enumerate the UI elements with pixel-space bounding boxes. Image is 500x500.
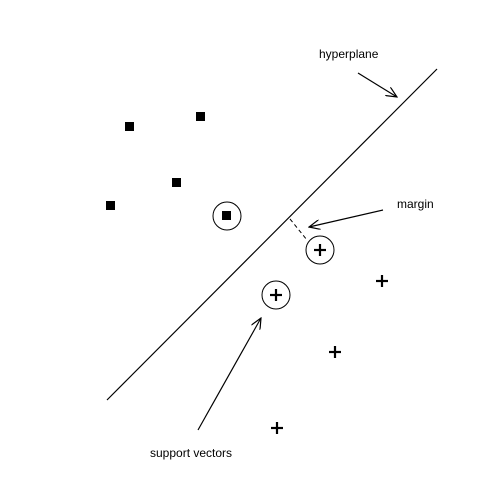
negative-point: [172, 178, 181, 187]
positive-support-point: [270, 289, 282, 301]
hyperplane-line: [106, 68, 438, 401]
positive-support-point: [314, 244, 326, 256]
support-vector-circles: [212, 201, 335, 310]
negative-support-point: [222, 211, 231, 220]
support-vectors-arrow: [197, 318, 261, 431]
negative-point: [125, 122, 134, 131]
negative-class-points: [106, 112, 231, 220]
negative-point: [196, 112, 205, 121]
negative-point: [106, 201, 115, 210]
margin-arrow: [309, 209, 384, 227]
positive-class-points: [270, 244, 388, 434]
hyperplane-arrow: [357, 72, 397, 97]
support-vector-circle: [212, 201, 242, 231]
support-vector-circle: [305, 235, 335, 265]
support-vector-circle: [261, 280, 291, 310]
positive-point: [329, 346, 341, 358]
support-vectors-label: support vectors: [150, 446, 233, 460]
margin-label: margin: [397, 197, 434, 211]
margin-dashed-line: [289, 218, 308, 241]
positive-point: [376, 275, 388, 287]
hyperplane-label: hyperplane: [319, 47, 379, 61]
positive-point: [271, 422, 283, 434]
